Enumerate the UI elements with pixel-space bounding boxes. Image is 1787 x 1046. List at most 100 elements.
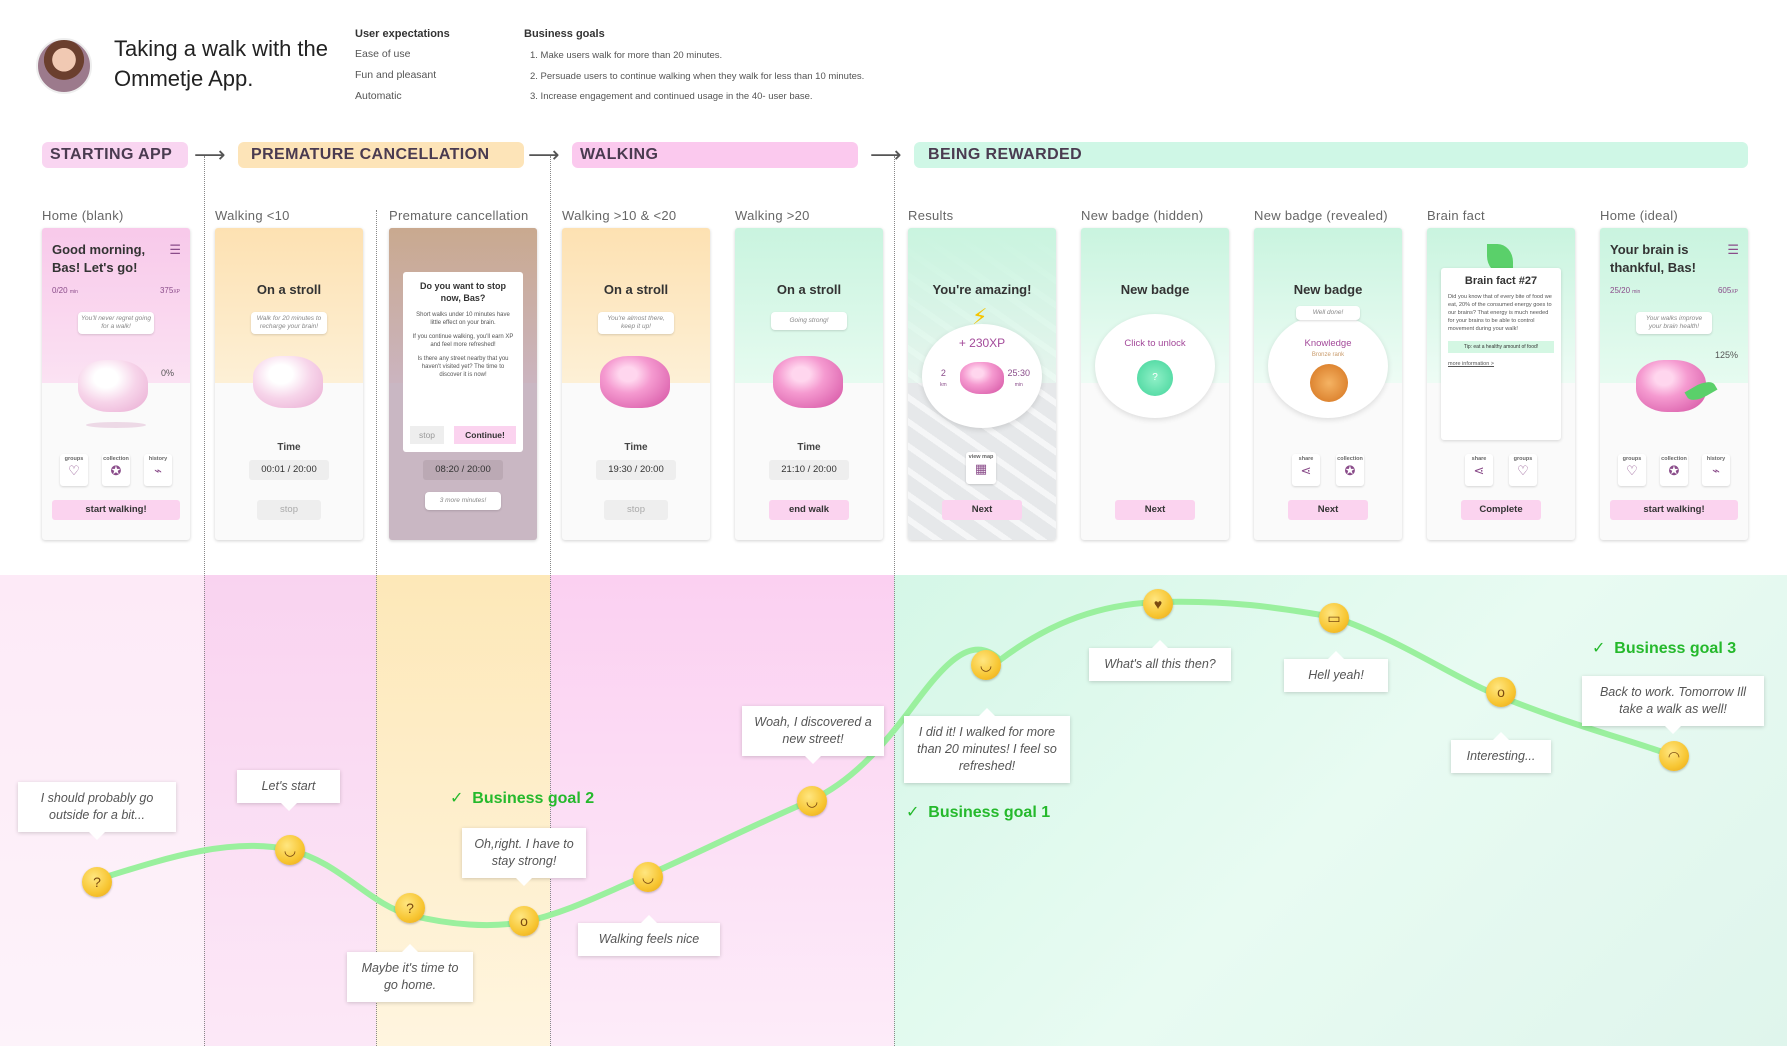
time-label: Time <box>624 442 648 453</box>
stop-button[interactable]: stop <box>604 500 668 520</box>
arrow-icon: ⟶ <box>870 142 902 167</box>
screen-title: On a stroll <box>603 282 669 297</box>
heart-icon: ♡ <box>1517 463 1529 478</box>
unlock-label: Click to unlock <box>1124 338 1186 349</box>
brain-icon <box>78 360 148 412</box>
phase-premature-cancellation: PREMATURE CANCELLATION <box>238 142 524 168</box>
brain-icon <box>600 356 670 408</box>
shoe-icon: ⌁ <box>154 463 162 478</box>
screen-title: New badge <box>1120 282 1190 297</box>
brain-icon <box>960 362 1004 394</box>
phase-divider <box>550 156 551 1046</box>
xp-unit: XP <box>173 289 180 295</box>
annotation: Oh,right. I have to stay strong! <box>462 828 586 886</box>
annotation: I should probably go outside for a bit..… <box>18 782 176 840</box>
annotation: Maybe it's time to go home. <box>347 944 473 1002</box>
shadow <box>86 422 146 428</box>
shoe-icon: ⌁ <box>1712 463 1720 478</box>
phase-being-rewarded: BEING REWARDED <box>914 142 1748 168</box>
start-walking-button[interactable]: start walking! <box>1610 500 1738 520</box>
next-button[interactable]: Next <box>942 500 1022 520</box>
fact-title: Brain fact #27 <box>1464 275 1538 287</box>
screen-badge-revealed: New badge Well done! Knowledge Bronze ra… <box>1254 228 1402 540</box>
badge-rank: Bronze rank <box>1311 352 1345 358</box>
icon-label: share <box>1471 456 1487 462</box>
screen-label: Walking >10 & <20 <box>562 208 677 223</box>
map-icon: ▦ <box>974 461 988 476</box>
annotation: Hell yeah! <box>1284 651 1388 692</box>
brain-icon <box>253 356 323 408</box>
next-button[interactable]: Next <box>1115 500 1195 520</box>
duration-value: 25:30 <box>1007 368 1030 378</box>
dialog-continue-button[interactable]: Continue! <box>454 426 516 444</box>
ribbon-icon: ✪ <box>110 463 122 478</box>
badge-name: Knowledge <box>1304 338 1352 349</box>
dialog-text: Short walks under 10 minutes have little… <box>416 312 510 326</box>
screen-walking-lt10: On a stroll Walk for 20 minutes to recha… <box>215 228 363 540</box>
phase-starting-app: STARTING APP <box>42 142 188 168</box>
xp-value: 375 <box>159 286 174 295</box>
phase-divider <box>894 156 895 1046</box>
screen-label: Walking >20 <box>735 208 810 223</box>
share-button[interactable]: share⋖ <box>1292 454 1320 486</box>
time-value: 21:10 / 20:00 <box>769 460 849 480</box>
icon-label: history <box>1706 456 1726 462</box>
end-walk-button[interactable]: end walk <box>769 500 849 520</box>
progress-value: 0/20 <box>52 286 68 295</box>
groups-button[interactable]: groups♡ <box>1509 454 1537 486</box>
distance-unit: km <box>940 382 947 388</box>
collection-button[interactable]: collection✪ <box>1660 454 1688 486</box>
annotation: Walking feels nice <box>578 915 720 956</box>
upside-down-emoji-icon: ◠ <box>1659 741 1689 771</box>
smile-emoji-icon: ◡ <box>633 862 663 892</box>
brain-icon <box>773 356 843 408</box>
annotation: Interesting... <box>1451 732 1551 773</box>
next-button[interactable]: Next <box>1288 500 1368 520</box>
checkmark-icon: ✓ <box>1592 640 1606 657</box>
bg-walking <box>550 575 894 1046</box>
groups-button[interactable]: groups♡ <box>1618 454 1646 486</box>
history-button[interactable]: history⌁ <box>1702 454 1730 486</box>
screen-label: New badge (hidden) <box>1081 208 1204 223</box>
business-goal-item: 1. Make users walk for more than 20 minu… <box>530 50 723 61</box>
smile-emoji-icon: ◡ <box>971 650 1001 680</box>
speech-bubble: 3 more minutes! <box>425 492 501 510</box>
business-goal-1-marker: ✓ Business goal 1 <box>906 802 1050 822</box>
avatar <box>36 38 92 94</box>
annotation: Back to work. Tomorrow Ill take a walk a… <box>1582 676 1764 734</box>
business-goal-3-marker: ✓ Business goal 3 <box>1592 638 1736 658</box>
menu-icon[interactable]: ☰ <box>169 242 181 257</box>
share-icon: ⋖ <box>1473 463 1485 478</box>
menu-icon[interactable]: ☰ <box>1727 242 1739 257</box>
checkmark-icon: ✓ <box>906 804 920 821</box>
groups-button[interactable]: groups♡ <box>60 454 88 486</box>
complete-button[interactable]: Complete <box>1461 500 1541 520</box>
history-button[interactable]: history⌁ <box>144 454 172 486</box>
icon-label: view map <box>968 454 994 460</box>
stop-button[interactable]: stop <box>257 500 321 520</box>
view-map-button[interactable]: view map▦ <box>966 452 996 484</box>
fact-body: Did you know that of every bite of food … <box>1448 294 1552 332</box>
business-goals-title: Business goals <box>524 28 605 40</box>
dialog-stop-button[interactable]: stop <box>410 426 444 444</box>
annotation: Woah, I discovered a new street! <box>742 706 884 764</box>
fact-card: Brain fact #27 Did you know that of ever… <box>1441 268 1561 440</box>
xp-value: 605 <box>1717 286 1732 295</box>
badge-card: Click to unlock ? <box>1095 314 1215 418</box>
screen-label: New badge (revealed) <box>1254 208 1388 223</box>
phase-walking: WALKING <box>572 142 858 168</box>
start-walking-button[interactable]: start walking! <box>52 500 180 520</box>
collection-button[interactable]: collection✪ <box>1336 454 1364 486</box>
screen-label: Home (blank) <box>42 208 124 223</box>
hidden-badge[interactable]: ? <box>1137 360 1173 396</box>
screen-brain-fact: Brain fact #27 Did you know that of ever… <box>1427 228 1575 540</box>
share-button[interactable]: share⋖ <box>1465 454 1493 486</box>
speech-bubble: Going strong! <box>771 312 847 330</box>
cancel-dialog: Do you want to stop now, Bas? Short walk… <box>403 272 523 452</box>
checkmark-icon: ✓ <box>450 790 464 807</box>
screen-home-ideal: Your brain is thankful, Bas! ☰ 25/20 min… <box>1600 228 1748 540</box>
percent-label: 125% <box>1714 350 1738 360</box>
collection-button[interactable]: collection✪ <box>102 454 130 486</box>
more-information-link[interactable]: more information > <box>1448 361 1495 367</box>
